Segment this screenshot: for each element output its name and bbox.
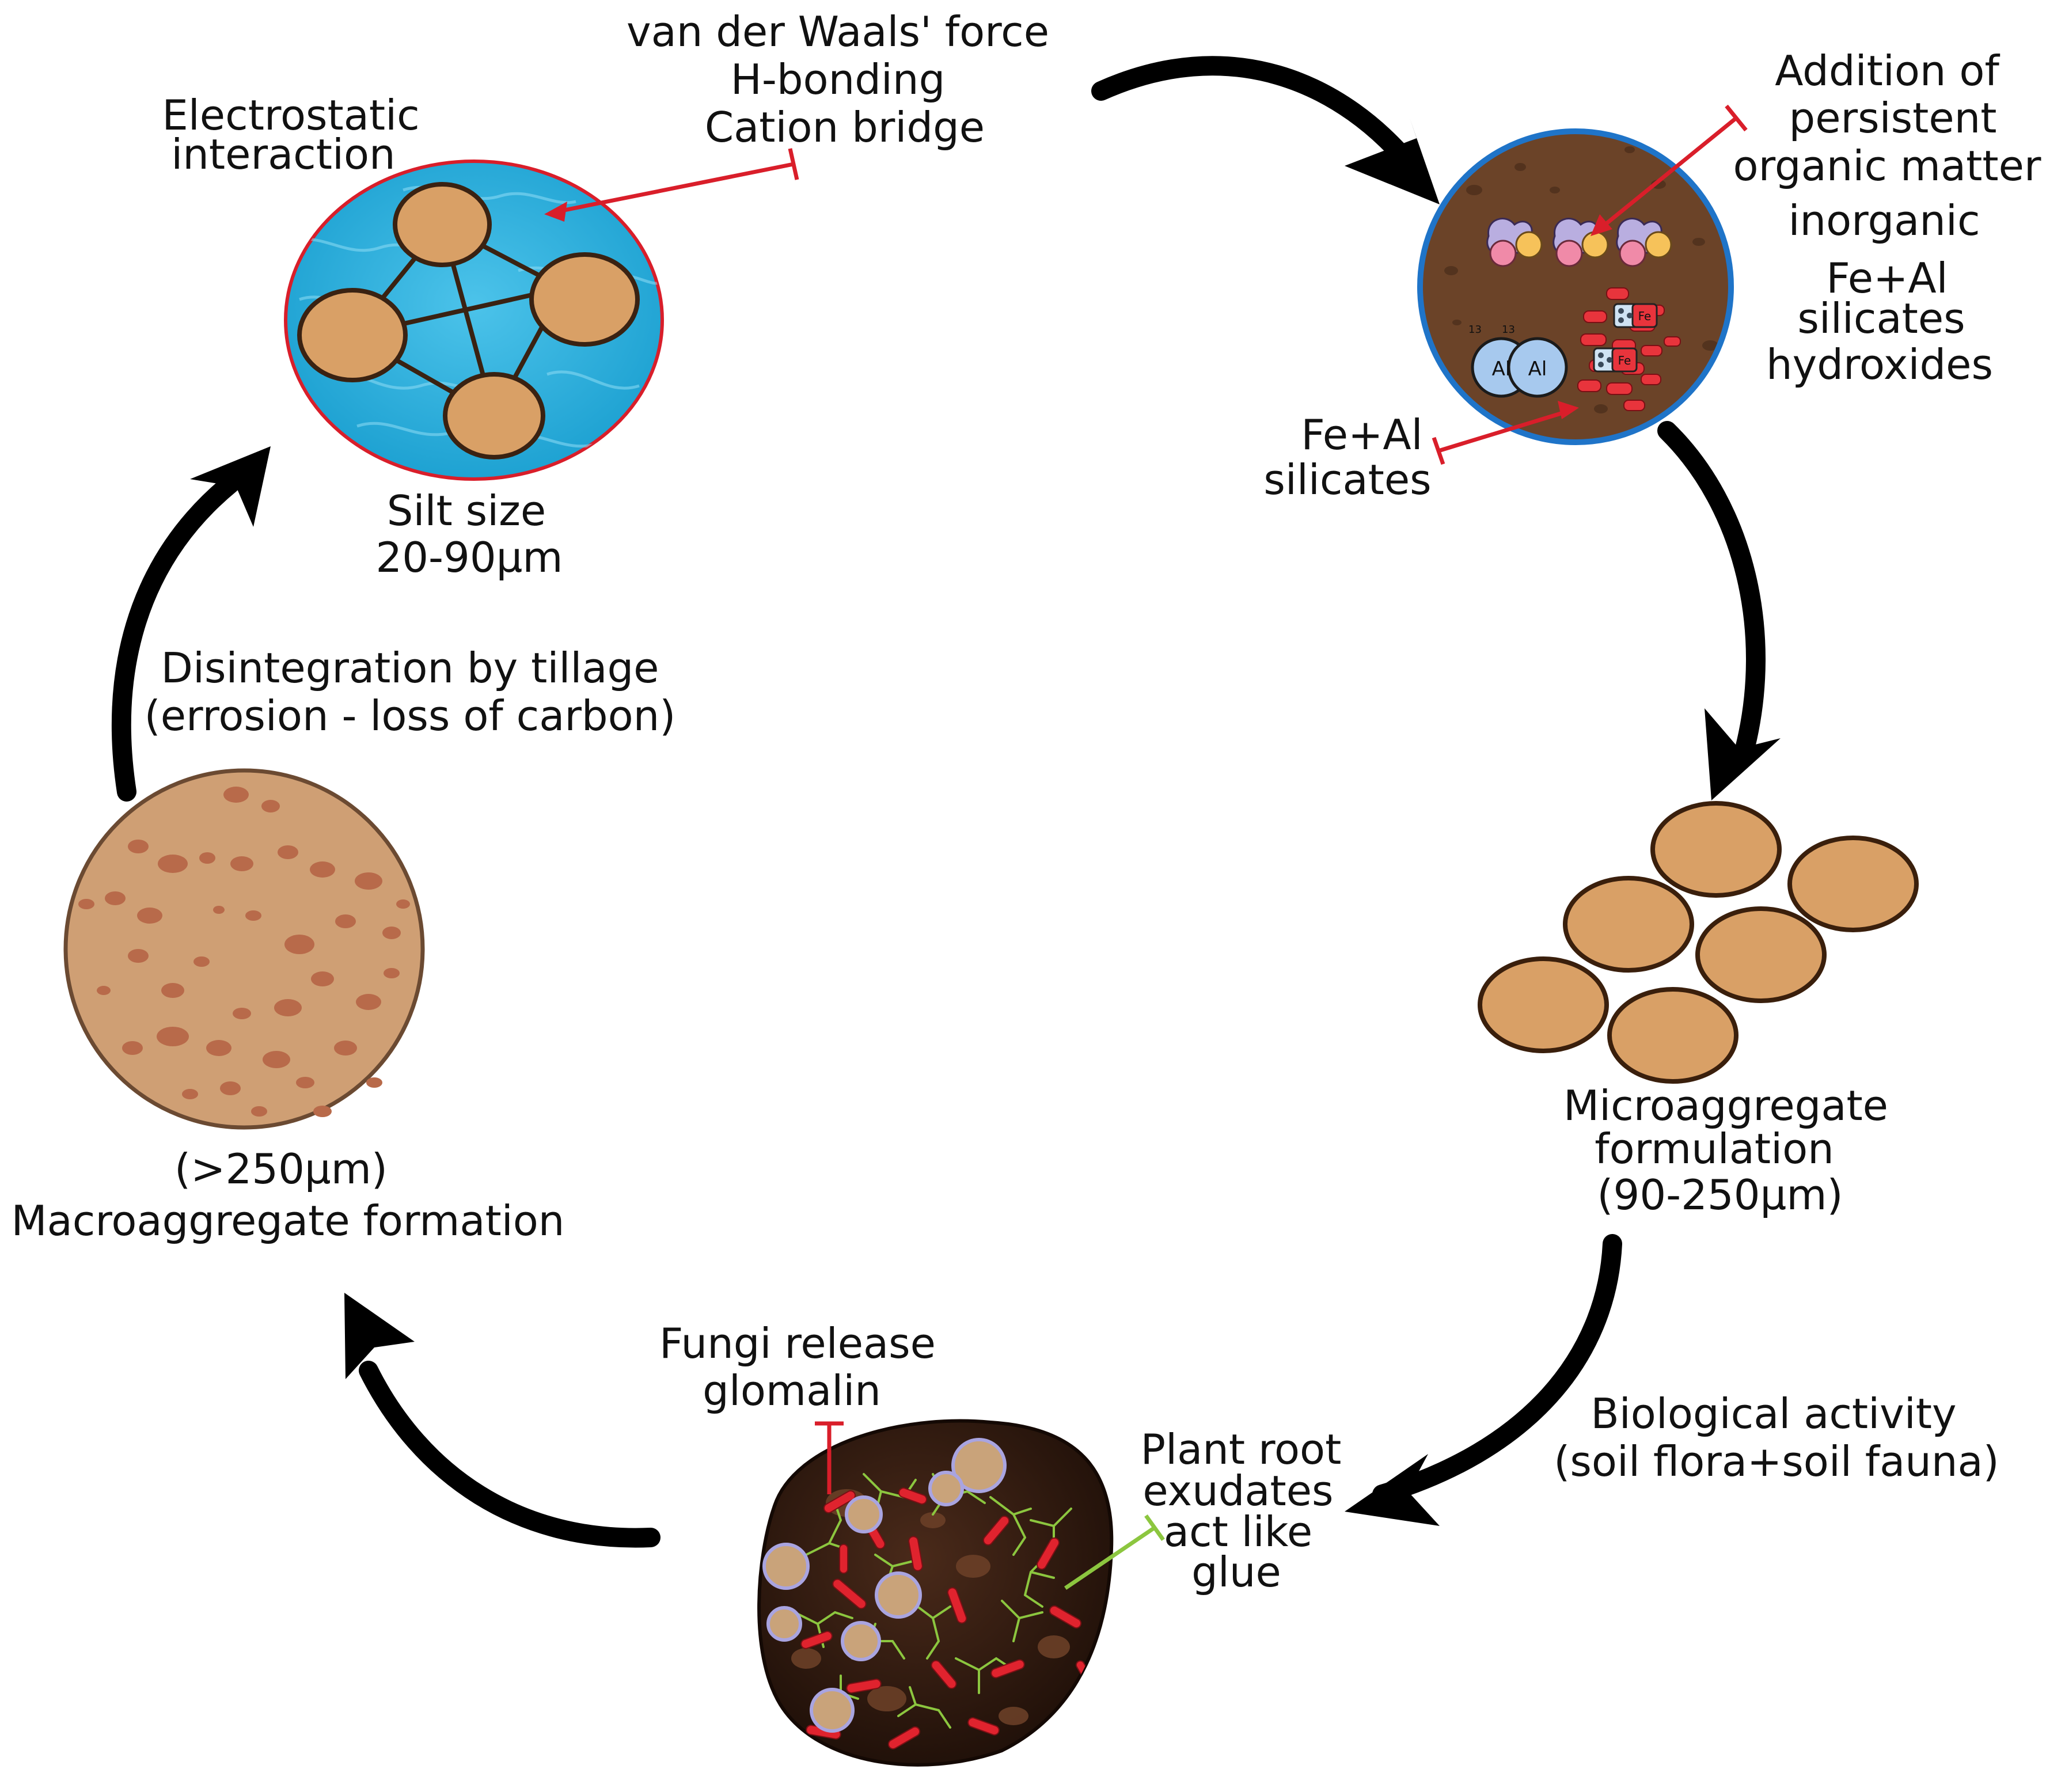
svg-text:act like: act like — [1164, 1508, 1312, 1556]
svg-text:persistent: persistent — [1789, 94, 1996, 142]
label-microaggregate: Microaggregate formulation (90-250µm) — [1563, 1081, 1888, 1219]
label-macroaggregate: (>250µm) Macroaggregate formation — [12, 1145, 565, 1245]
svg-text:glue: glue — [1191, 1548, 1281, 1596]
svg-text:inorganic: inorganic — [1788, 196, 1980, 245]
svg-text:interaction: interaction — [171, 130, 395, 179]
svg-text:Addition of: Addition of — [1775, 47, 2000, 95]
label-biological-activity: Biological activity (soil flora+soil fau… — [1554, 1389, 1999, 1486]
label-addition: Addition of persistent organic matter — [1733, 47, 2041, 190]
svg-text:glomalin: glomalin — [703, 1366, 881, 1415]
label-disintegration: Disintegration by tillage (errosion - lo… — [145, 644, 676, 740]
label-plant-root: Plant root exudates act like glue — [1141, 1425, 1342, 1596]
aluminium-atoms: Al Al 13 13 — [1468, 324, 1568, 398]
macroaggregate-icon — [63, 768, 425, 1130]
arrow-left-head — [190, 446, 271, 527]
label-forces: van der Waals' force H-bonding Cation br… — [627, 7, 1049, 151]
label-electrostatic: Electrostatic interaction — [162, 91, 419, 179]
arrow-bottom-right-head — [1345, 1454, 1440, 1526]
arrow-bottom-left-curve — [359, 1361, 661, 1548]
svg-text:(soil flora+soil fauna): (soil flora+soil fauna) — [1554, 1437, 1999, 1486]
svg-text:(>250µm): (>250µm) — [174, 1145, 388, 1193]
svg-text:Fe+Al: Fe+Al — [1826, 254, 1948, 302]
svg-text:van der Waals' force: van der Waals' force — [627, 7, 1049, 56]
iron-atoms: Fe Fe — [1593, 303, 1658, 373]
svg-text:Plant root: Plant root — [1141, 1425, 1342, 1474]
label-inorganic: inorganic Fe+Al silicates hydroxides — [1766, 196, 1993, 389]
al-number-right: 13 — [1502, 324, 1515, 336]
svg-text:hydroxides: hydroxides — [1766, 340, 1993, 389]
organic-molecule-group — [1486, 218, 1672, 267]
svg-text:(errosion - loss of carbon): (errosion - loss of carbon) — [145, 692, 676, 740]
microaggregate-cluster-icon — [1478, 801, 1919, 1084]
addition-inhibitor-line — [1591, 104, 1748, 236]
svg-text:(90-250µm): (90-250µm) — [1597, 1171, 1843, 1219]
label-silt-size: Silt size 20-90µm — [375, 487, 563, 582]
feal-inhibitor-line — [1432, 401, 1579, 465]
arrow-right-head — [1705, 708, 1781, 800]
arrow-bottom-left-head — [344, 1293, 415, 1379]
svg-text:silicates: silicates — [1797, 294, 1965, 343]
arrow-top-curve — [1091, 56, 1426, 183]
fungi-inhibitor-line — [815, 1421, 844, 1494]
svg-text:Biological activity: Biological activity — [1591, 1389, 1956, 1438]
cycle-arrows — [111, 56, 1781, 1548]
forces-inhibitor-line — [544, 148, 799, 222]
silt-particle-network-icon — [284, 160, 664, 481]
svg-text:20-90µm: 20-90µm — [375, 533, 563, 582]
biological-aggregate-icon — [757, 1419, 1114, 1767]
svg-text:Silt size: Silt size — [387, 487, 546, 535]
label-feal-silicates: Fe+Al silicates — [1263, 411, 1431, 504]
arrow-right-curve — [1657, 421, 1766, 758]
arrow-top-head — [1345, 118, 1440, 204]
svg-text:Electrostatic: Electrostatic — [162, 91, 419, 139]
svg-text:Fungi release: Fungi release — [659, 1319, 936, 1368]
svg-text:H-bonding: H-bonding — [731, 55, 946, 104]
svg-text:exudates: exudates — [1142, 1467, 1333, 1515]
svg-text:Fe+Al: Fe+Al — [1301, 411, 1422, 459]
arrow-bottom-right-curve — [1372, 1234, 1622, 1504]
fe-symbol-top: Fe — [1638, 309, 1652, 323]
root-inhibitor-line — [1064, 1514, 1165, 1590]
svg-text:Macroaggregate formation: Macroaggregate formation — [12, 1197, 565, 1245]
svg-text:Cation bridge: Cation bridge — [705, 103, 985, 151]
al-number-left: 13 — [1468, 324, 1482, 336]
svg-text:Microaggregate: Microaggregate — [1563, 1081, 1888, 1130]
fe-symbol-bottom: Fe — [1618, 354, 1631, 367]
organic-matter-aggregate-icon: Al Al 13 13 Fe Fe — [1417, 128, 1734, 445]
arrow-left-curve — [111, 474, 240, 802]
label-fungi: Fungi release glomalin — [659, 1319, 936, 1415]
al-symbol-right: Al — [1528, 358, 1547, 381]
svg-text:organic matter: organic matter — [1733, 142, 2041, 190]
svg-text:silicates: silicates — [1263, 455, 1431, 504]
svg-text:Disintegration by tillage: Disintegration by tillage — [161, 644, 659, 692]
al-symbol-left: Al — [1492, 358, 1511, 381]
svg-text:formulation: formulation — [1595, 1125, 1834, 1173]
